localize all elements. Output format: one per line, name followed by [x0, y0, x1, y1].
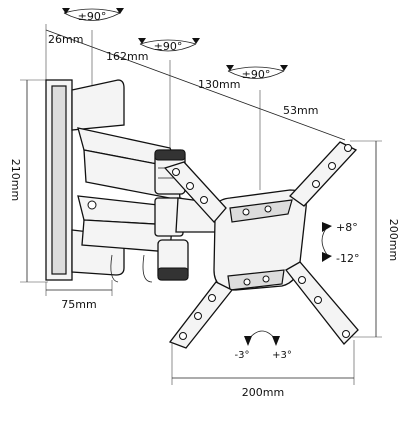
tilt-down-label: -12°: [336, 252, 359, 265]
vesa-width-dimension: 200mm: [171, 340, 355, 399]
swivel-indicator-3: ±90°: [226, 65, 288, 81]
swivel-indicator-1: ±90°: [62, 8, 124, 23]
vesa-bracket: [213, 189, 307, 291]
vesa-height-dimension: 200mm: [350, 140, 400, 338]
tilt-indicator: +8° -12°: [321, 221, 359, 265]
height-label: 210mm: [9, 159, 22, 201]
depth-label: 75mm: [61, 298, 96, 311]
arm-dim-130: 130mm: [198, 78, 240, 91]
swivel-label-3: ±90°: [242, 68, 271, 81]
arrow-icon: [226, 65, 234, 71]
vesa-arm-top-left: [163, 161, 227, 223]
arrow-icon: [322, 252, 332, 262]
lower-arm: [77, 195, 174, 253]
rotate-left-label: -3°: [235, 350, 250, 361]
cable-hooks: [110, 254, 153, 283]
tilt-up-label: +8°: [336, 221, 358, 234]
height-dimension: 210mm: [9, 79, 48, 283]
arrow-icon: [192, 38, 200, 44]
arm-dim-162: 162mm: [106, 50, 148, 63]
vesa-arm-bottom-right: [285, 261, 359, 345]
arrow-icon: [280, 65, 288, 71]
arrow-icon: [272, 336, 280, 346]
vesa-width-label: 200mm: [242, 386, 284, 399]
arrow-icon: [322, 222, 332, 232]
swivel-indicator-2: ±90°: [138, 38, 200, 53]
arrow-icon: [244, 336, 252, 346]
rotation-indicator: -3° +3°: [235, 330, 292, 361]
vesa-height-label: 200mm: [387, 219, 400, 261]
vesa-arm-bottom-left: [168, 281, 234, 349]
vesa-arm-top-right: [289, 141, 358, 207]
arrow-icon: [62, 8, 70, 14]
swivel-label-2: ±90°: [154, 40, 183, 53]
swivel-label-1: ±90°: [78, 10, 107, 23]
arm-length-dimension: 26mm 162mm 130mm 53mm: [45, 24, 346, 190]
rotate-right-label: +3°: [272, 350, 292, 361]
arrow-icon: [138, 38, 146, 44]
arm-dim-26: 26mm: [48, 33, 83, 46]
arrow-icon: [116, 8, 124, 14]
depth-dimension: 75mm: [45, 280, 113, 311]
arm-dim-53: 53mm: [283, 104, 318, 117]
